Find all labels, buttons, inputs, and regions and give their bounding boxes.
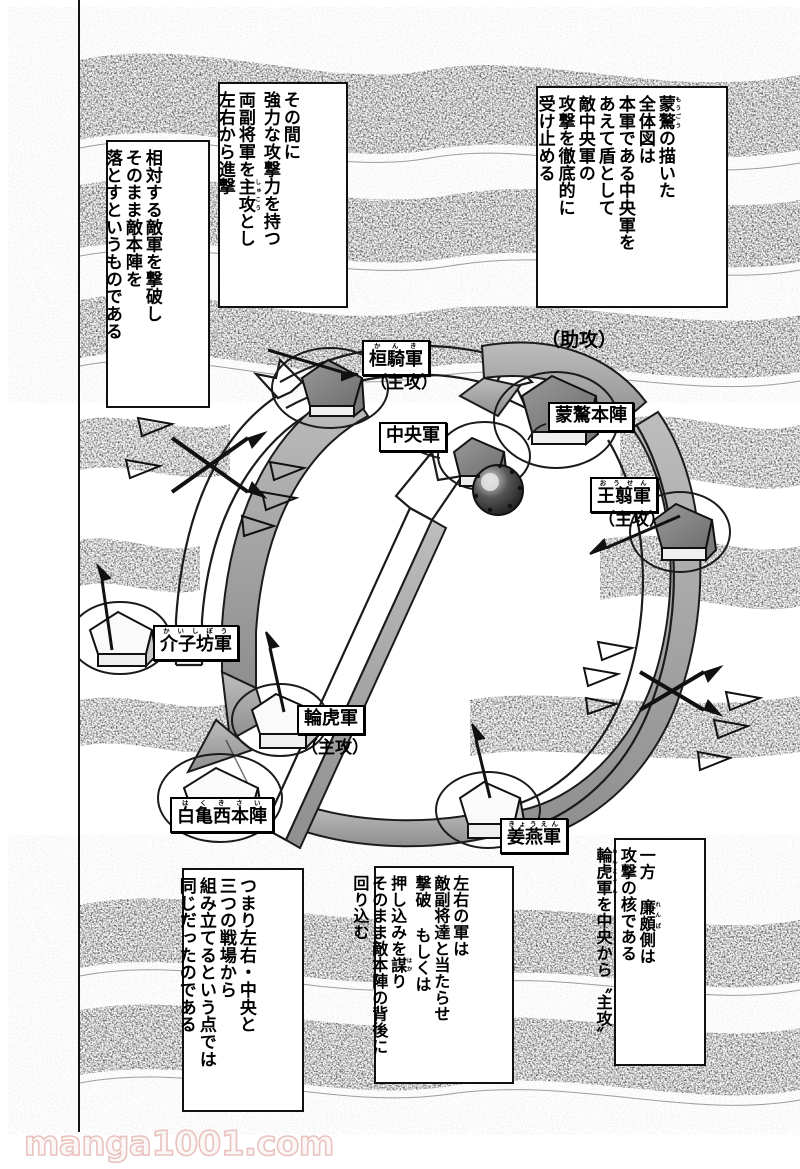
- narration-line: 左右から進撃: [214, 91, 235, 196]
- label-kanki-sub: （主攻）: [370, 373, 438, 393]
- label-ousen-sub: （主攻）: [598, 510, 666, 530]
- unit-circle-kanki: [271, 347, 389, 429]
- unit-circle-ousen: [629, 491, 731, 573]
- narration-line: 三つの戦場から: [215, 877, 236, 999]
- narration-line: 攻撃の核である: [617, 847, 637, 962]
- narration-line: 本軍である中央軍を: [614, 95, 635, 252]
- label-kyouen-text: 姜燕軍きょうえん: [507, 820, 561, 848]
- watermark-fill: manga1001.com: [24, 1124, 334, 1164]
- narration-line: 撃破 もしくは: [412, 875, 432, 993]
- label-rinko: 輪虎軍: [297, 705, 365, 735]
- narration-line: 蒙驁もうごうの描いた: [654, 95, 680, 200]
- label-kaishibou-text: 介子坊軍かいしぼう: [160, 627, 232, 655]
- spear-ousen: [589, 514, 681, 555]
- watermark: manga1001.com: [23, 1123, 335, 1165]
- narration-line: 輪虎軍りんこぐんを中央から〝主攻〟: [593, 847, 618, 1043]
- label-chuo: 中央軍: [379, 422, 447, 452]
- narration-line: 敵副将達と当たらせ: [431, 875, 451, 1022]
- narration-line: 同じだったのである: [175, 877, 196, 1034]
- narration-line: 全体図は: [634, 95, 655, 165]
- label-ousen: 王翦軍おうせん: [590, 477, 658, 513]
- label-rinko-sub: （主攻）: [301, 738, 369, 758]
- narration-line: そのまま敵本陣を: [121, 149, 142, 288]
- narration-line: 受け止める: [534, 95, 555, 182]
- label-kaishibou: 介子坊軍かいしぼう: [153, 625, 239, 661]
- narration-line: 左右の軍は: [450, 875, 470, 957]
- narration-box-mougou-overview: 蒙驁もうごうの描いた全体図は本軍である中央軍をあえて盾として敵中央軍の攻撃を徹底…: [534, 86, 728, 308]
- label-ousen-text: 王翦軍おうせん: [597, 479, 651, 507]
- narration-line: そのまま敵本陣の背後に: [369, 875, 389, 1055]
- label-kyouen: 姜燕軍きょうえん: [500, 818, 568, 854]
- narration-line: 相対する敵軍を撃破し: [141, 149, 162, 323]
- narration-box-left-right-armies: 左右の軍は敵副将達と当たらせ撃破 もしくは押し込みを謀はかりそのまま敵本陣の背後…: [350, 866, 514, 1084]
- command-sphere: [472, 464, 524, 516]
- label-hakkisai-hq: 白亀西本陣はくきさい: [170, 797, 274, 833]
- narration-line: あえて盾として: [594, 95, 615, 217]
- spear-kanki: [267, 348, 359, 382]
- narration-line: 強力な攻撃力を持つ: [259, 91, 280, 248]
- spear-kyouen: [471, 723, 492, 799]
- panel-border: [78, 0, 80, 1132]
- label-mougou-hq: 蒙驁本陣: [548, 402, 634, 432]
- narration-line: 両副将軍を主攻しゅこうとし: [234, 91, 260, 248]
- spear-rinko: [265, 631, 286, 713]
- narration-line: 押し込みを謀はかり: [388, 875, 412, 990]
- unit-token-ousen: [652, 502, 718, 563]
- narration-line: 攻撃を徹底的に: [554, 95, 575, 217]
- label-hakkisai-text: 白亀西本陣はくきさい: [177, 799, 267, 827]
- narration-line: つまり左右・中央と: [235, 877, 256, 1034]
- unit-circle-hakkisai: [157, 753, 283, 843]
- spear-kaishibou: [95, 562, 114, 651]
- clash-marker-right: [582, 640, 764, 772]
- narration-line: 一方 廉頗れんぱ側は: [636, 847, 661, 965]
- narration-box-main-attack: その間に強力な攻撃力を持つ両副将軍を主攻しゅこうとし左右から進撃: [214, 82, 348, 308]
- narration-box-conclusion: つまり左右・中央と三つの戦場から組み立てるという点では同じだったのである: [176, 868, 304, 1112]
- label-kanki: 桓騎軍かんき: [362, 340, 430, 376]
- narration-line: 敵中央軍の: [574, 95, 595, 182]
- narration-line: 回り込む: [350, 875, 370, 941]
- narration-line: その間に: [279, 91, 300, 161]
- narration-line: 落とすというものである: [101, 149, 122, 340]
- narration-box-crush-enemy: 相対する敵軍を撃破しそのまま敵本陣を落とすというものである: [102, 140, 210, 408]
- narration-box-renpa-side: 一方 廉頗れんぱ側は攻撃の核である輪虎軍りんこぐんを中央から〝主攻〟: [594, 838, 706, 1066]
- unit-circle-kyouen: [435, 771, 541, 849]
- annotation-jokou: （助攻）: [541, 329, 618, 351]
- unit-token-kaishibou: [88, 610, 158, 669]
- label-kanki-text: 桓騎軍かんき: [369, 342, 423, 370]
- arrow-white-center: [262, 449, 465, 850]
- clash-marker-left: [124, 416, 308, 538]
- narration-line: 組み立てるという点では: [195, 877, 216, 1068]
